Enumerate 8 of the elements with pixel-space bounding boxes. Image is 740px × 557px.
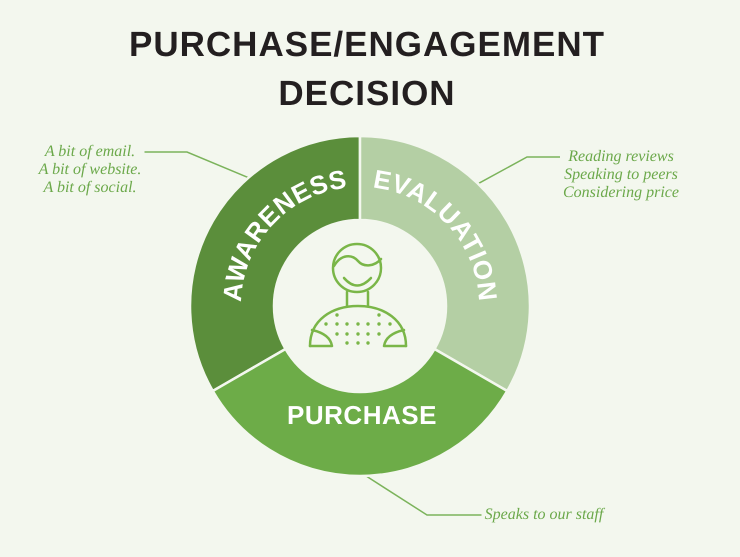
callout-text: Speaks to our staff	[484, 506, 604, 524]
segment-label: PURCHASE	[287, 400, 437, 430]
callout-text: Reading reviews Speaking to peers Considering price	[563, 148, 679, 202]
callout-text: A bit of email. A bit of website. A bit of social.	[38, 143, 142, 197]
leader-line	[366, 475, 482, 516]
leader-line	[144, 151, 249, 178]
title: PURCHASE/ENGAGEMENT DECISION	[129, 24, 605, 115]
leader-line	[478, 156, 560, 184]
